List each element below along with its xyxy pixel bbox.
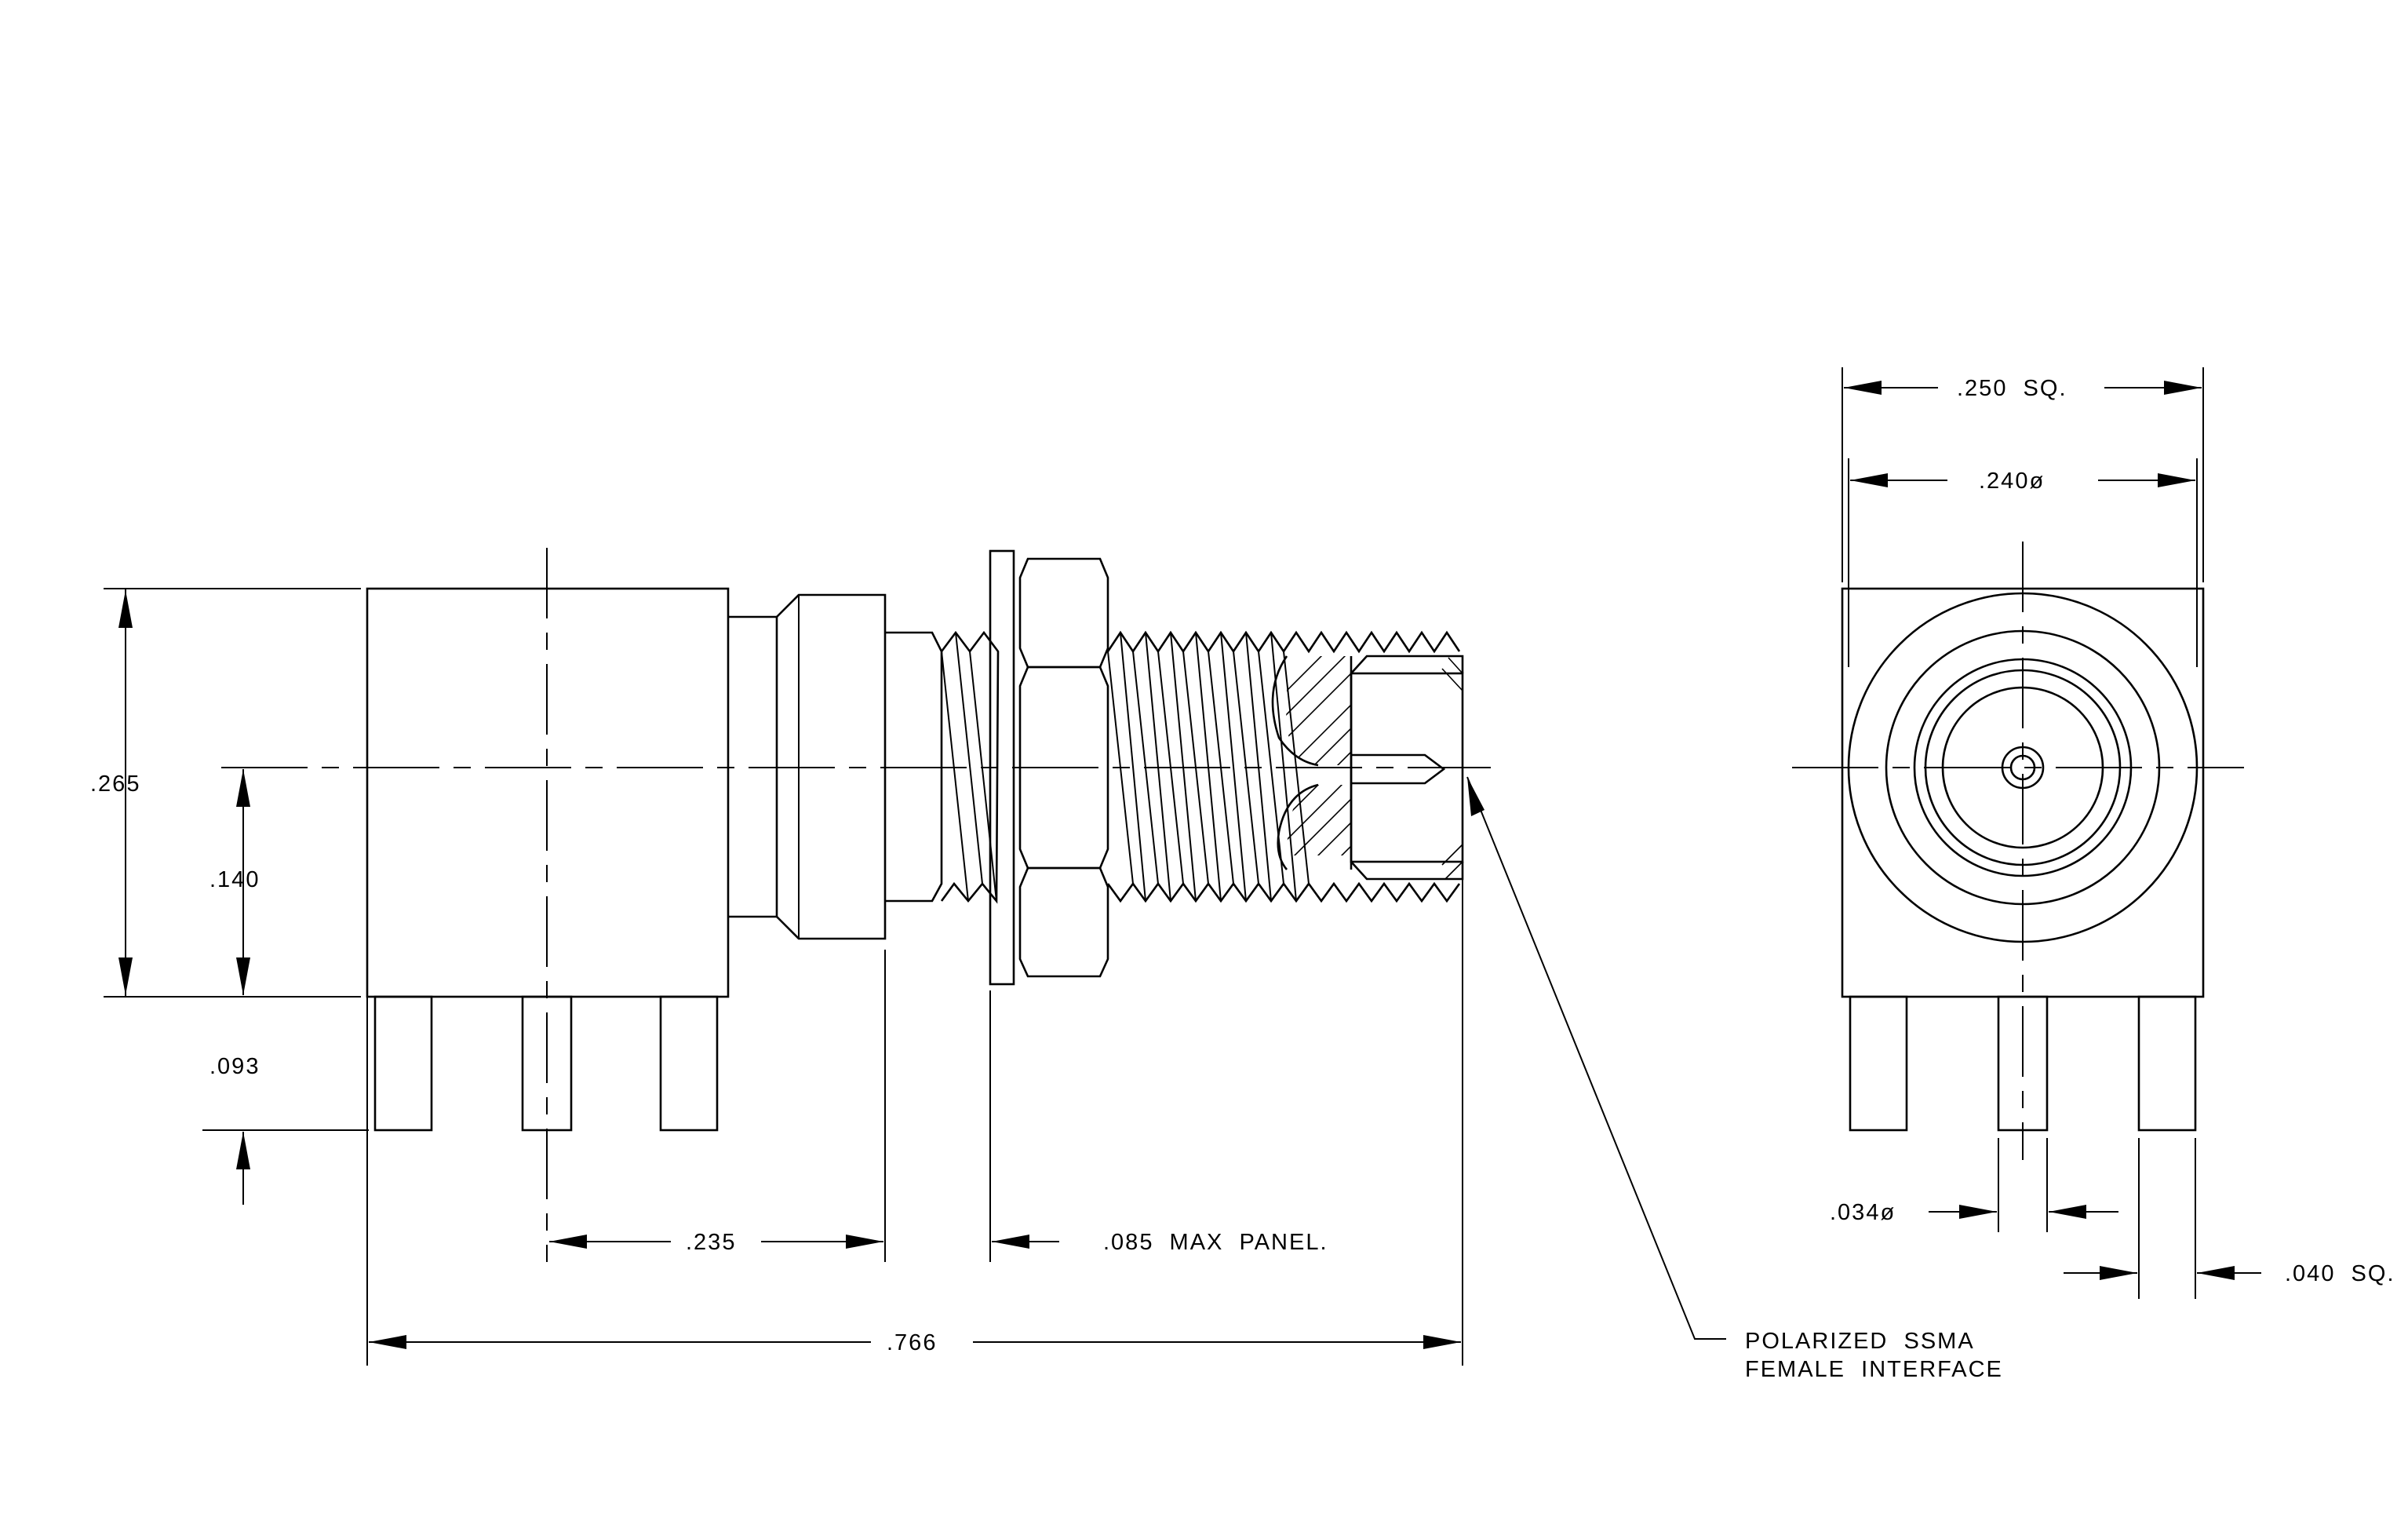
center-contact — [1351, 753, 1446, 785]
callout-line2: FEMALE INTERFACE — [1745, 1357, 2003, 1382]
dim-pin-length: .093 — [209, 1054, 260, 1079]
dim-pin-square: .040 SQ. — [2285, 1261, 2395, 1286]
dim-square: .250 SQ. — [1957, 376, 2067, 401]
front-view: .250 SQ. .240ø .034ø .040 SQ. — [1792, 367, 2395, 1299]
dim-centerline-height: .140 — [209, 867, 260, 892]
dim-pin-to-flange: .235 — [686, 1230, 736, 1255]
dim-panel: .085 MAX PANEL. — [1103, 1230, 1328, 1255]
side-view: .265 .140 .093 .235 .085 MAX PANEL. .766… — [90, 548, 2003, 1382]
section-cutaway — [1271, 655, 1353, 870]
front-pin-right — [2137, 995, 2197, 1132]
dim-diameter: .240ø — [1979, 469, 2045, 494]
callout-line1: POLARIZED SSMA — [1745, 1329, 1975, 1354]
front-pin-center — [1997, 995, 2049, 1132]
dim-overall-height: .265 — [90, 771, 140, 797]
pin-right — [659, 995, 719, 1132]
rear-thread — [940, 630, 1000, 904]
front-pin-left — [1849, 995, 1908, 1132]
dim-overall-length: .766 — [887, 1330, 937, 1355]
pin-left — [373, 995, 433, 1132]
dim-pin-diameter: .034ø — [1830, 1200, 1896, 1225]
hex-nut — [1018, 557, 1109, 978]
